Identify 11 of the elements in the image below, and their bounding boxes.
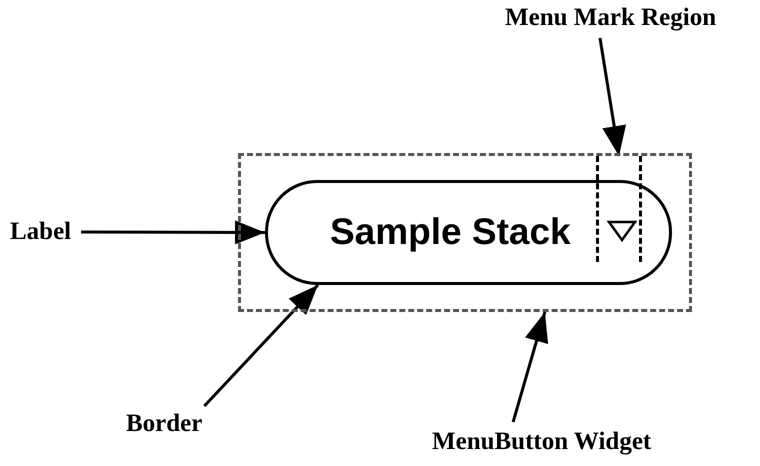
callout-label: Label — [10, 218, 72, 246]
leader-line — [512, 312, 548, 422]
mark-region-outline — [596, 156, 642, 262]
callout-label: Menu Mark Region — [505, 4, 716, 32]
rounded-button — [265, 180, 672, 285]
widget-outline — [238, 153, 692, 312]
leader-line — [81, 220, 265, 244]
callout-label: Border — [126, 410, 202, 438]
callout-label: MenuButton Widget — [432, 428, 652, 456]
button-label: Sample Stack — [330, 211, 571, 253]
leader-line — [203, 284, 319, 408]
